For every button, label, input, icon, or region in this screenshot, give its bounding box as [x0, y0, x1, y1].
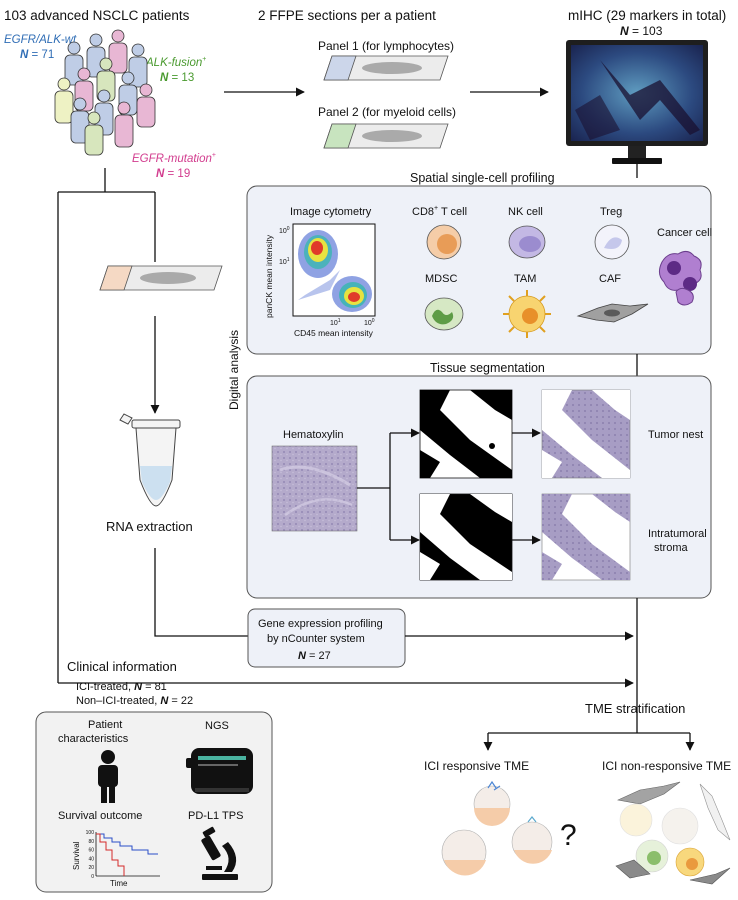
- panel2-slide-icon: [323, 123, 449, 149]
- nk-cell-icon: [508, 225, 546, 259]
- cytometry-scatter: [298, 230, 372, 312]
- gep-box: [247, 608, 406, 668]
- cancer-cell-icon: [658, 250, 702, 306]
- egfr-mut-label: EGFR-mutation+: [132, 152, 216, 165]
- nk-label: NK cell: [508, 206, 543, 218]
- survival-tick-label: 80: [88, 839, 94, 845]
- sections-title: 2 FFPE sections per a patient: [258, 8, 436, 23]
- rna-to-gep-line: [154, 548, 248, 637]
- segmentation-title: Tissue segmentation: [430, 361, 545, 375]
- gep-line2: by nCounter system: [267, 633, 365, 645]
- panel1-slide-icon: [323, 55, 449, 81]
- mihc-n: N = 103: [620, 24, 663, 38]
- mihc-title: mIHC (29 markers in total): [568, 8, 726, 23]
- ici-treated: ICI-treated, N = 81: [76, 681, 167, 693]
- gep-n: N = 27: [298, 650, 331, 662]
- cancer-label: Cancer cell: [657, 227, 712, 239]
- caf-label: CAF: [599, 273, 621, 285]
- survival-tick-label: 20: [88, 865, 94, 871]
- hematoxylin-image: [271, 445, 358, 532]
- treg-cell-icon: [594, 224, 630, 260]
- rna-tube-icon: [119, 413, 181, 507]
- survival-tick-label: 0: [91, 874, 94, 880]
- mdsc-cell-icon: [424, 297, 464, 331]
- survival-label: Survival outcome: [58, 810, 142, 822]
- stroma-overlay: [541, 493, 631, 581]
- survival-ylabel: Survival: [72, 841, 81, 870]
- non-ici-treated: Non–ICI-treated, N = 22: [76, 695, 193, 707]
- cytometry-title: Image cytometry: [290, 206, 372, 218]
- stroma-label-line2: stroma: [654, 542, 689, 554]
- xtick-right: 100: [364, 318, 375, 327]
- tam-label: TAM: [514, 273, 536, 285]
- tme-title: TME stratification: [585, 701, 685, 716]
- segmentation-branch-lines: [357, 433, 391, 540]
- responsive-tme-illustration: [441, 780, 553, 876]
- person-icon: [98, 750, 118, 803]
- alk-fusion-label: ALK-fusion+: [145, 56, 206, 69]
- tam-cell-icon: [503, 290, 551, 338]
- xtick-mid: 101: [330, 318, 341, 327]
- survival-tick-label: 60: [88, 848, 94, 854]
- spatial-title: Spatial single-cell profiling: [410, 171, 555, 185]
- hematoxylin-label: Hematoxylin: [283, 429, 344, 441]
- cd8-label: CD8+ T cell: [412, 205, 467, 218]
- survival-plot: 100 80 60 40 20 0 Survival Time: [72, 830, 160, 888]
- panel2-label: Panel 2 (for myeloid cells): [318, 105, 456, 119]
- caf-cell-icon: [576, 303, 649, 323]
- digital-analysis-label: Digital analysis: [227, 330, 241, 410]
- microscope-icon: [201, 826, 238, 880]
- sequencer-icon: [186, 748, 253, 794]
- alk-fusion-n: N = 13: [160, 72, 194, 84]
- tumor-nest-overlay: [541, 389, 631, 479]
- ytick-mid: 101: [279, 257, 290, 266]
- cohort-title: 103 advanced NSCLC patients: [4, 8, 190, 23]
- survival-tick-label: 40: [88, 856, 94, 862]
- tme-branch: [488, 724, 690, 734]
- responsive-tme-label: ICI responsive TME: [424, 759, 529, 773]
- clinical-title: Clinical information: [67, 659, 177, 674]
- stroma-label-line1: Intratumoral: [648, 528, 707, 540]
- patient-char-line1: Patient: [88, 719, 122, 731]
- treg-label: Treg: [600, 206, 622, 218]
- gep-line1: Gene expression profiling: [258, 618, 383, 630]
- cohort-connector: [57, 168, 156, 683]
- tumor-nest-mask: [419, 389, 513, 479]
- mdsc-label: MDSC: [425, 273, 457, 285]
- non-responsive-tme-illustration: [615, 781, 731, 885]
- rna-slide-icon: [99, 265, 223, 291]
- patient-char-line2: characteristics: [58, 733, 129, 745]
- ngs-label: NGS: [205, 720, 229, 732]
- stroma-mask: [419, 493, 513, 581]
- egfr-wt-label: EGFR/ALK-wt: [4, 34, 77, 46]
- egfr-wt-n: N = 71: [20, 49, 54, 61]
- cytometry-xlabel: CD45 mean intensity: [294, 328, 374, 338]
- panel1-label: Panel 1 (for lymphocytes): [318, 39, 454, 53]
- tumor-nest-label: Tumor nest: [648, 429, 703, 441]
- egfr-mut-n: N = 19: [156, 168, 190, 180]
- patient-crowd-icon: [54, 29, 156, 156]
- survival-tick-label: 100: [86, 830, 95, 836]
- ytick-top: 100: [279, 226, 290, 235]
- survival-xlabel: Time: [110, 879, 128, 888]
- monitor-icon: [566, 40, 708, 164]
- cd8-cell-icon: [426, 224, 462, 260]
- cytometry-ylabel: panCK mean intensity: [264, 234, 274, 318]
- pdl1-label: PD-L1 TPS: [188, 810, 243, 822]
- non-responsive-tme-label: ICI non-responsive TME: [602, 759, 731, 773]
- question-mark: ?: [560, 819, 577, 852]
- rna-label: RNA extraction: [106, 519, 193, 534]
